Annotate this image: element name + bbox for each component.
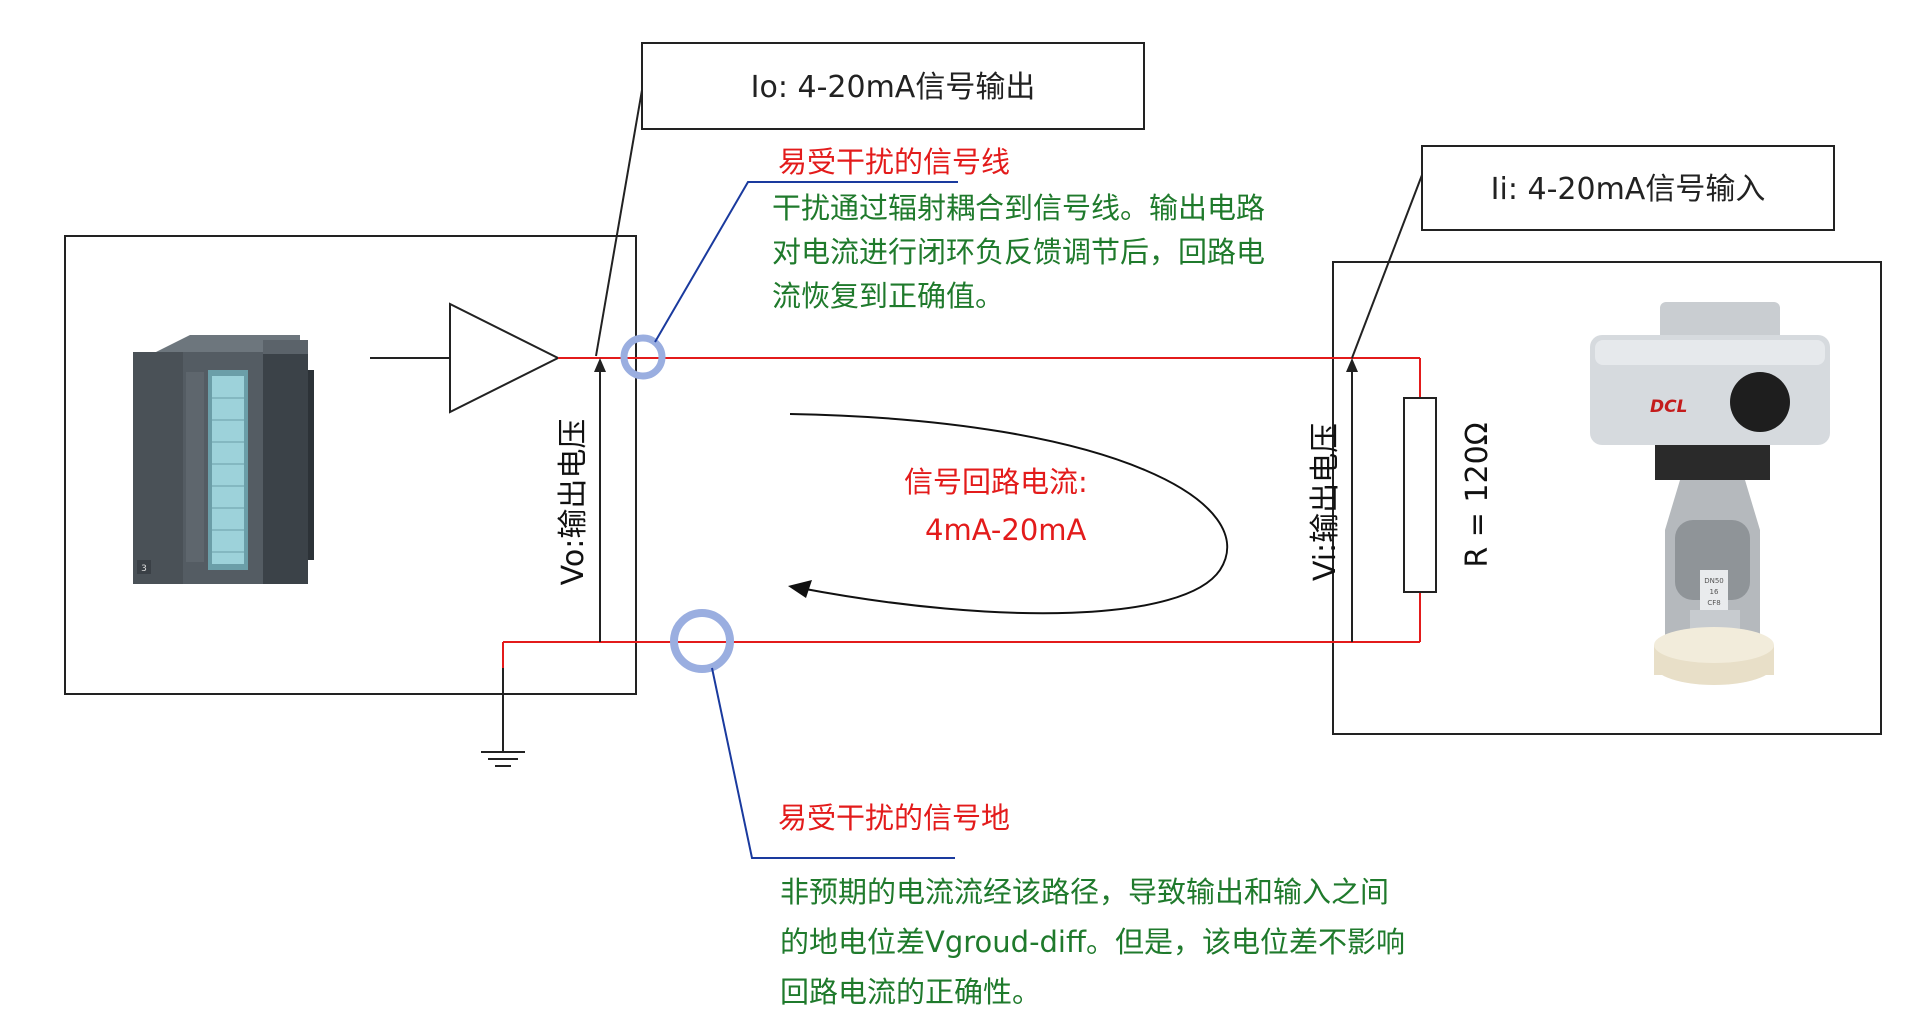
- ground-symbol: [481, 668, 525, 767]
- ii-callout-label: Ii: 4-20mA信号输入: [1491, 172, 1766, 207]
- signal-ground-interference-ring: [670, 609, 734, 673]
- valve-plate-line-3: CF8: [1707, 599, 1720, 607]
- loop-current-arrow: [789, 413, 1229, 615]
- valve-plate-line-1: DN50: [1704, 577, 1724, 585]
- loop-current-title: 信号回路电流:: [904, 465, 1088, 499]
- io-callout-label: Io: 4-20mA信号输出: [751, 70, 1036, 105]
- vi-voltage-label: Vi:输出电压: [1308, 423, 1343, 581]
- loop-current-arrowhead: [788, 580, 812, 598]
- signal-wire-interference-ring: [620, 334, 666, 380]
- actuator-brand-logo: DCL: [1650, 397, 1687, 417]
- io-callout-box: [641, 42, 1145, 130]
- signal-wire-annotation-title: 易受干扰的信号线: [778, 145, 1010, 179]
- amplifier-symbol: [449, 302, 561, 414]
- signal-ground-annotation-line-3: 回路电流的正确性。: [780, 975, 1041, 1009]
- valve-plate-line-2: 16: [1710, 588, 1719, 596]
- signal-loop-wires: [502, 357, 1421, 668]
- vo-voltage-label: Vo:输出电压: [556, 419, 591, 586]
- signal-wire-annotation-line-1: 干扰通过辐射耦合到信号线。输出电路: [772, 191, 1265, 225]
- signal-ground-annotation-title: 易受干扰的信号地: [778, 801, 1010, 835]
- signal-ground-leader-line: [711, 667, 955, 859]
- signal-wire-leader-line: [654, 181, 958, 343]
- io-callout-leader: [595, 89, 643, 357]
- plc-slot-number: 3: [141, 564, 147, 574]
- vi-voltage-arrow: [1346, 358, 1358, 642]
- plc-module-image: 3: [133, 335, 314, 584]
- resistor-value-label: R = 120Ω: [1460, 422, 1495, 567]
- input-device-frame: [1332, 261, 1882, 735]
- resistor-symbol: [1403, 397, 1437, 593]
- actuator-valve-image: DCL DN50 16 CF8: [1590, 302, 1830, 685]
- vo-voltage-arrow: [594, 358, 606, 642]
- loop-current-value: 4mA-20mA: [925, 513, 1087, 547]
- ii-callout-leader: [1351, 174, 1423, 359]
- output-module-frame: [64, 235, 637, 695]
- signal-ground-annotation-line-2: 的地电位差Vgroud-diff。但是，该电位差不影响: [780, 925, 1405, 959]
- signal-wire-annotation-line-3: 流恢复到正确值。: [772, 279, 1004, 313]
- signal-ground-annotation-line-1: 非预期的电流流经该路径，导致输出和输入之间: [780, 875, 1389, 909]
- signal-wire-annotation-line-2: 对电流进行闭环负反馈调节后，回路电: [772, 235, 1265, 269]
- ii-callout-box: [1421, 145, 1835, 231]
